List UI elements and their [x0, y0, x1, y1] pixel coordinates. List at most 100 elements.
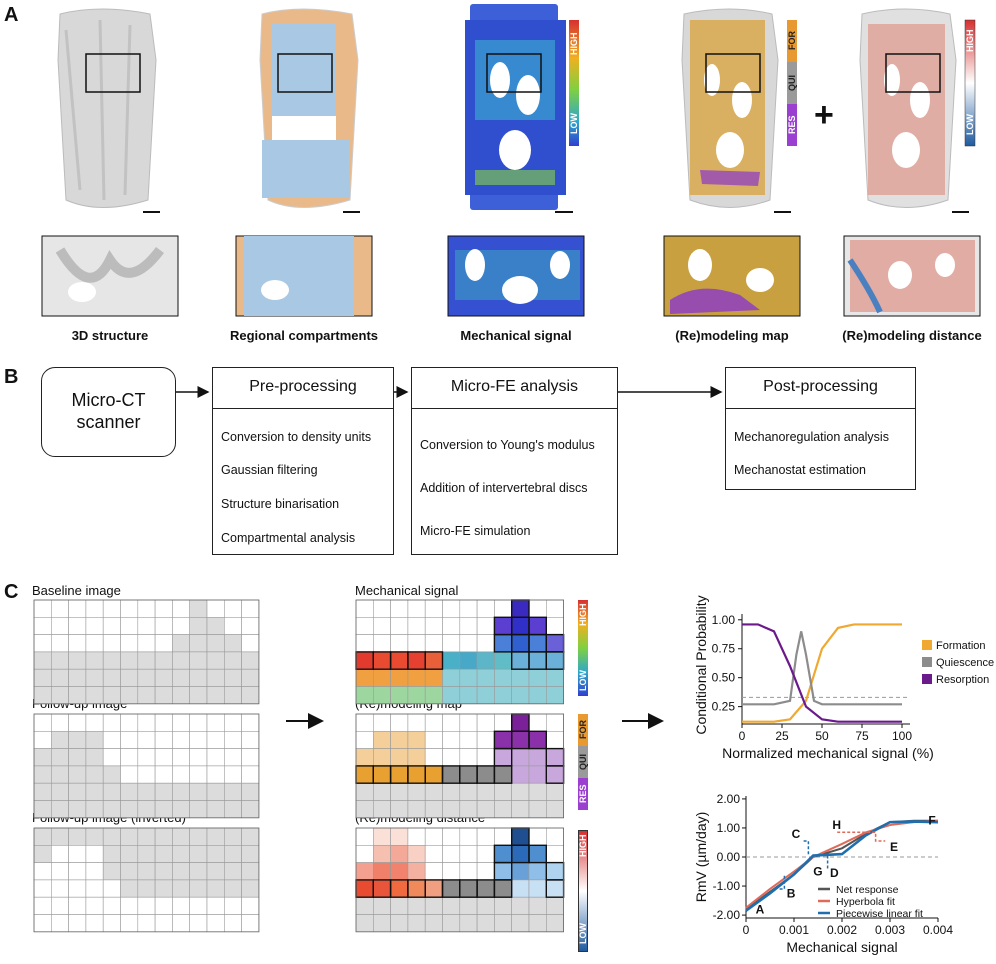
grid-cell: [241, 599, 260, 618]
grid-cell: [407, 800, 426, 819]
grid-cell: [494, 686, 512, 705]
grid-cell: [172, 862, 190, 881]
grid-cell: [511, 844, 530, 863]
c-signal-bar-high: HIGH: [578, 603, 588, 627]
point-label-e: E: [890, 840, 898, 854]
grid-cell: [511, 731, 530, 749]
grid-cell: [372, 634, 391, 653]
grid-cell: [189, 844, 208, 863]
grid-cell: [528, 862, 547, 881]
grid-cell: [137, 651, 156, 670]
grid-cell: [85, 748, 104, 767]
grid-cell: [137, 634, 156, 653]
grid-cell: [372, 686, 391, 705]
grid-cell: [476, 668, 495, 687]
x-axis-label: Normalized mechanical signal (%): [722, 745, 934, 761]
grid-cell: [372, 800, 391, 819]
grid-cell: [424, 844, 443, 863]
grid-cell-outline: [493, 765, 513, 784]
grid-cell: [172, 616, 190, 635]
grid-cell: [355, 713, 374, 732]
grid-cell: [33, 765, 52, 784]
grid-border: [33, 827, 260, 933]
x-tick-label: 0: [743, 923, 750, 937]
grid-cell: [528, 748, 547, 767]
grid-cell: [442, 800, 461, 819]
grid-cell: [85, 896, 104, 915]
grid-cell: [545, 731, 564, 749]
grid-cell: [224, 748, 242, 767]
grid-cell: [545, 686, 564, 705]
grid-cell: [355, 765, 374, 784]
grid-cell: [102, 668, 121, 687]
grid-cell: [459, 731, 478, 749]
grid-cell: [407, 731, 426, 749]
grid-cell: [33, 896, 52, 915]
distance-colorbar: [964, 19, 976, 147]
post-item: Mechanostat estimation: [734, 463, 867, 477]
grid-cell: [68, 827, 87, 846]
grid-cell: [224, 651, 242, 670]
grid-cell: [189, 862, 208, 881]
title-mechanical-signal: Mechanical signal: [355, 583, 459, 598]
c-signal-bar-low: LOW: [578, 670, 588, 692]
pre-item: Compartmental analysis: [221, 531, 356, 545]
grid-cell: [372, 879, 391, 898]
grid-cell: [407, 634, 426, 653]
grid-cell: [154, 782, 173, 801]
grid-cell: [137, 827, 156, 846]
grid-cell: [241, 827, 260, 846]
grid-cell: [102, 731, 121, 749]
grid-cell: [528, 765, 547, 784]
grid-cell: [68, 896, 87, 915]
grid-cell: [120, 827, 139, 846]
grid-cell: [355, 879, 374, 898]
grid-cell: [68, 862, 87, 881]
grid-cell: [206, 862, 225, 881]
c-distance-bar-high: HIGH: [578, 834, 588, 858]
grid-cell: [154, 844, 173, 863]
grid-cell: [85, 731, 104, 749]
series-line-quiescence: [742, 631, 902, 706]
grid-cell: [189, 713, 208, 732]
grid-cell: [102, 914, 121, 933]
grid-cell: [545, 800, 564, 819]
grid-cell: [137, 782, 156, 801]
grid-cell: [528, 686, 547, 705]
grid-cell: [407, 686, 426, 705]
grid-cell: [355, 782, 374, 801]
grid-cell: [494, 896, 512, 915]
grid-cell: [390, 914, 409, 933]
grid-cell: [102, 862, 121, 881]
y-axis-label: RmV (µm/day): [693, 812, 709, 903]
grid-cell: [494, 827, 512, 846]
grid-cell: [102, 879, 121, 898]
c-map-bar-qui: QUI: [578, 754, 588, 771]
grid-cell: [85, 686, 104, 705]
grid-cell: [102, 782, 121, 801]
grid-cell: [241, 686, 260, 705]
series-line-formation: [742, 623, 902, 723]
grid-cell: [206, 599, 225, 618]
grid-cell: [407, 914, 426, 933]
grid-cell: [172, 668, 190, 687]
pre-item: Conversion to density units: [221, 430, 372, 444]
grid-cell: [476, 599, 495, 618]
grid-cell: [407, 616, 426, 635]
post-processing-title: Post-processing: [726, 368, 915, 409]
grid-cell: [50, 844, 69, 863]
point-label-d: D: [830, 866, 839, 880]
grid-cell: [137, 731, 156, 749]
grid-cell: [189, 782, 208, 801]
grid-cell: [390, 844, 409, 863]
point-label-a: A: [756, 902, 765, 916]
grid-cell: [442, 844, 461, 863]
grid-cell: [120, 731, 139, 749]
grid-cell: [372, 765, 391, 784]
grid-cell: [189, 800, 208, 819]
grid-cell: [511, 616, 530, 635]
grid-cell: [50, 896, 69, 915]
series-line-1: [745, 819, 939, 909]
grid-cell: [424, 914, 443, 933]
grid-cell: [494, 782, 512, 801]
